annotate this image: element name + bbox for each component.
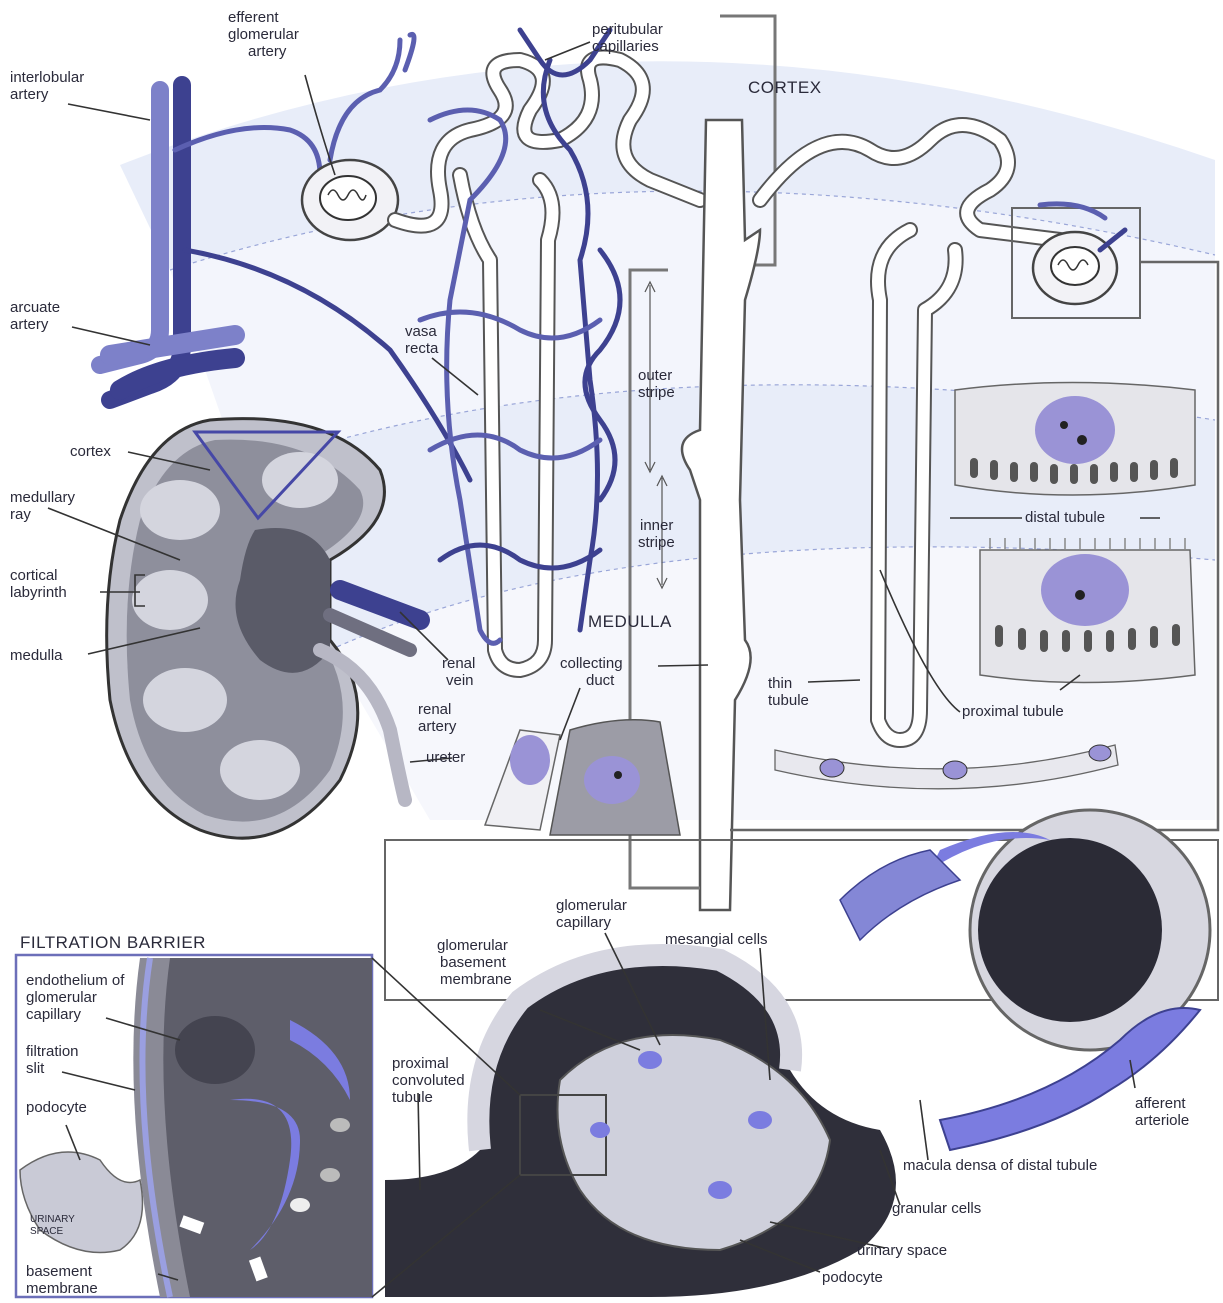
label-urinary-space-barrier-2: SPACE bbox=[30, 1226, 63, 1237]
label-slit-2: slit bbox=[26, 1060, 45, 1077]
svg-text:glomerular basement: glomerular basement membrane bbox=[437, 937, 512, 988]
interlobular-artery-vessel bbox=[100, 90, 160, 365]
svg-text:interlobular artery: interlobular artery bbox=[10, 69, 88, 103]
label-basement-1: basement bbox=[26, 1263, 93, 1280]
label-renal-vein-1: renal bbox=[442, 655, 475, 672]
label-peritubular-1: peritubular bbox=[592, 21, 663, 38]
svg-text:afferent arteriole: afferent arteriole bbox=[1135, 1095, 1190, 1129]
label-afferent-2: arteriole bbox=[1135, 1112, 1189, 1129]
label-mesangial-cells: mesangial cells bbox=[665, 931, 768, 948]
svg-text:outer stripe: outer stripe bbox=[638, 367, 676, 401]
glomerulus-right bbox=[1051, 247, 1099, 285]
label-endothelium-2: glomerular bbox=[26, 989, 97, 1006]
label-efferent-1: efferent bbox=[228, 9, 279, 26]
glomerulus-left bbox=[320, 176, 376, 220]
svg-text:proximal convoluted: proximal convoluted tubule bbox=[392, 1055, 469, 1106]
label-renal-artery-2: artery bbox=[418, 718, 457, 735]
svg-text:peritubular capillaries: peritubular capillaries bbox=[592, 21, 667, 55]
svg-text:renal artery: renal artery bbox=[418, 701, 457, 735]
label-podocyte-barrier: podocyte bbox=[26, 1099, 87, 1116]
label-thin-1: thin bbox=[768, 675, 792, 692]
kidney-section bbox=[107, 419, 420, 839]
label-arcuate-2: artery bbox=[10, 316, 49, 333]
label-podocyte-corpuscle: podocyte bbox=[822, 1269, 883, 1286]
label-collecting-1: collecting bbox=[560, 655, 623, 672]
label-macula-densa: macula densa of distal tubule bbox=[903, 1157, 1097, 1174]
label-proximal-tubule: proximal tubule bbox=[962, 703, 1064, 720]
renal-corpuscle bbox=[372, 810, 1218, 1297]
proximal-tubule-cells bbox=[980, 538, 1195, 683]
label-endothelium-1: endothelium of bbox=[26, 972, 125, 989]
label-granular-cells: granular cells bbox=[892, 1200, 981, 1217]
label-cortex-region: CORTEX bbox=[748, 78, 822, 97]
label-urinary-space-barrier-1: URINARY bbox=[30, 1214, 75, 1225]
label-outer-1: outer bbox=[638, 367, 672, 384]
label-cortical-1: cortical bbox=[10, 567, 58, 584]
label-urinary-space: urinary space bbox=[857, 1242, 947, 1259]
label-inner-2: stripe bbox=[638, 534, 675, 551]
label-interlobular-1: interlobular bbox=[10, 69, 84, 86]
label-renal-vein-2: vein bbox=[446, 672, 474, 689]
label-distal-tubule: distal tubule bbox=[1025, 509, 1105, 526]
label-kidney-cortex: cortex bbox=[70, 443, 111, 460]
label-efferent-3: artery bbox=[248, 43, 287, 60]
label-glom-capillary-2: capillary bbox=[556, 914, 612, 931]
label-medulla-region: MEDULLA bbox=[588, 612, 672, 631]
label-kidney-medulla: medulla bbox=[10, 647, 63, 664]
label-medullary-2: ray bbox=[10, 506, 31, 523]
label-gbm-3: membrane bbox=[440, 971, 512, 988]
label-efferent-2: glomerular bbox=[228, 26, 299, 43]
svg-text:arcuate artery: arcuate artery bbox=[10, 299, 64, 333]
svg-text:medullary ray: medullary ray bbox=[10, 489, 79, 523]
label-filtration-barrier-title: FILTRATION BARRIER bbox=[20, 933, 206, 952]
label-inner-1: inner bbox=[640, 517, 673, 534]
svg-text:efferent glomerular: efferent glomerular artery bbox=[228, 9, 303, 60]
label-medullary-1: medullary bbox=[10, 489, 76, 506]
label-vasa-1: vasa bbox=[405, 323, 437, 340]
label-cortical-2: labyrinth bbox=[10, 584, 67, 601]
svg-text:cortical labyrinth: cortical labyrinth bbox=[10, 567, 67, 601]
svg-text:glomerular capillary: glomerular capillary bbox=[556, 897, 631, 931]
label-pct-3: tubule bbox=[392, 1089, 433, 1106]
label-basement-2: membrane bbox=[26, 1280, 98, 1297]
svg-text:inner stripe: inner stripe bbox=[638, 517, 678, 551]
label-vasa-2: recta bbox=[405, 340, 439, 357]
label-endothelium-3: capillary bbox=[26, 1006, 82, 1023]
label-outer-2: stripe bbox=[638, 384, 675, 401]
label-gbm-1: glomerular bbox=[437, 937, 508, 954]
label-afferent-1: afferent bbox=[1135, 1095, 1186, 1112]
label-ureter: ureter bbox=[426, 749, 465, 766]
label-renal-artery-1: renal bbox=[418, 701, 451, 718]
label-collecting-2: duct bbox=[586, 672, 615, 689]
distal-tubule-cells bbox=[955, 383, 1195, 496]
label-gbm-2: basement bbox=[440, 954, 507, 971]
label-interlobular-2: artery bbox=[10, 86, 49, 103]
label-arcuate-1: arcuate bbox=[10, 299, 60, 316]
svg-text:vasa recta: vasa recta bbox=[405, 323, 441, 357]
label-peritubular-2: capillaries bbox=[592, 38, 659, 55]
label-glom-capillary-1: glomerular bbox=[556, 897, 627, 914]
label-thin-2: tubule bbox=[768, 692, 809, 709]
label-slit-1: filtration bbox=[26, 1043, 79, 1060]
label-pct-2: convoluted bbox=[392, 1072, 465, 1089]
svg-text:basement membrane: basement membrane bbox=[26, 1263, 98, 1297]
label-pct-1: proximal bbox=[392, 1055, 449, 1072]
